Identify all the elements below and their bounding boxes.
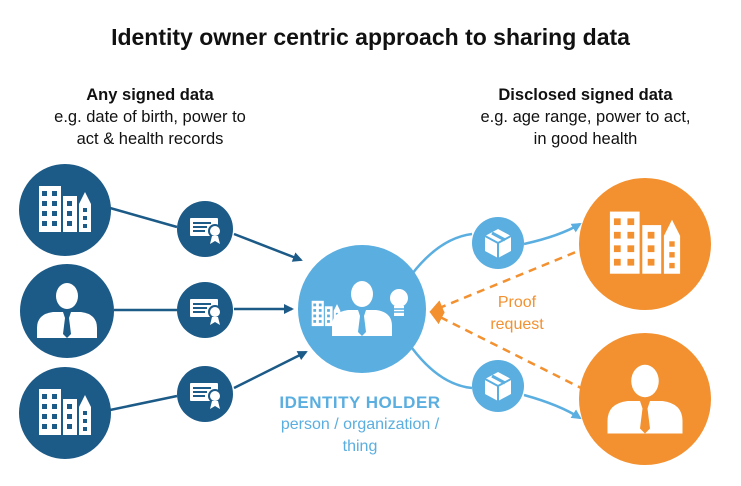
issuer-example-line-1: e.g. date of birth, power to — [54, 108, 246, 126]
proof-package-2 — [472, 360, 524, 412]
credential-1 — [177, 201, 233, 257]
arrow-credential-1 — [233, 232, 303, 262]
lightbulb-icon — [390, 289, 408, 316]
verifier-person — [579, 333, 711, 465]
arrow-proof-1 — [523, 222, 582, 246]
verifier-example-line-1: e.g. age range, power to act, — [480, 108, 691, 126]
issuer-organization-1 — [19, 164, 111, 256]
holder-line-1: person / organization / — [280, 416, 440, 433]
connector-issuer-1 — [109, 206, 178, 229]
credential-2 — [177, 282, 233, 338]
verifier-heading: Disclosed signed data — [498, 86, 673, 104]
arrow-proof-request-2 — [429, 311, 586, 392]
issuer-column-heading: Any signed data e.g. date of birth, powe… — [0, 84, 300, 150]
connector-issuer-3 — [109, 394, 178, 412]
identity-holder-label: IDENTITY HOLDER person / organization / … — [255, 392, 465, 458]
issuer-heading: Any signed data — [86, 86, 214, 104]
arrow-credential-3 — [233, 350, 308, 390]
identity-holder-node — [298, 245, 426, 373]
connector-holder-proof-1 — [411, 232, 473, 275]
credential-3 — [177, 366, 233, 422]
proof-label-line-2: request — [490, 316, 544, 333]
holder-heading: IDENTITY HOLDER — [279, 393, 441, 412]
holder-line-2: thing — [342, 438, 378, 455]
issuer-example-line-2: act & health records — [76, 130, 224, 148]
proof-label-line-1: Proof — [497, 294, 537, 311]
arrow-proof-request-1 — [429, 245, 589, 314]
issuer-organization-2 — [19, 367, 111, 459]
arrow-proof-2 — [523, 393, 582, 420]
issuer-person — [20, 264, 114, 358]
proof-request-label: Proof request — [472, 292, 562, 336]
proof-package-1 — [472, 217, 524, 269]
diagram-title: Identity owner centric approach to shari… — [111, 24, 630, 50]
verifier-column-heading: Disclosed signed data e.g. age range, po… — [430, 84, 741, 150]
verifier-example-line-2: in good health — [533, 130, 638, 148]
connector-holder-proof-2 — [411, 347, 473, 390]
verifier-organization — [579, 178, 711, 310]
